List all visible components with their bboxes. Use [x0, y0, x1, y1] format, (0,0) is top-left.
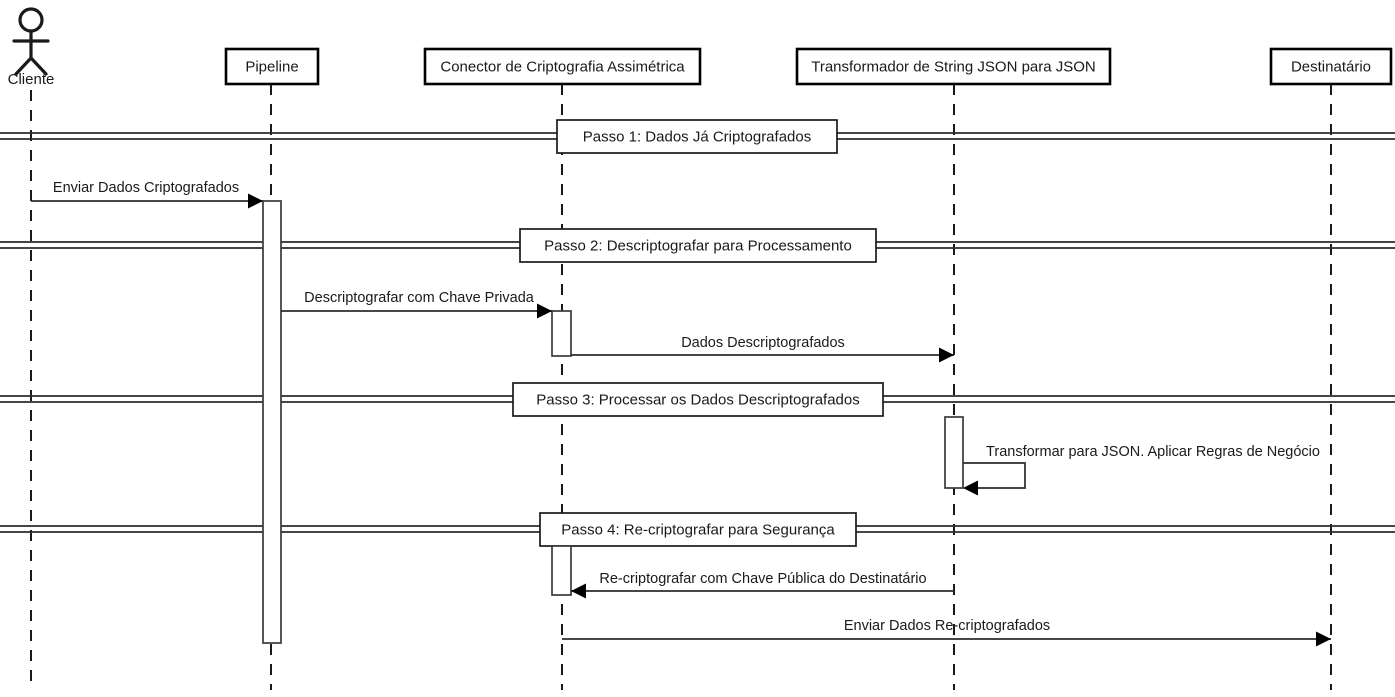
- activations-layer: [262, 200, 964, 644]
- message-arrowhead: [1316, 631, 1331, 647]
- actor-leg-left-icon: [14, 56, 33, 76]
- message-msg-6[interactable]: Enviar Dados Re-criptografados: [562, 618, 1331, 647]
- message-self-loop: [963, 462, 1026, 489]
- participant-label-conector: Conector de Criptografia Assimétrica: [440, 58, 685, 75]
- participant-cliente[interactable]: Cliente: [8, 7, 55, 88]
- divider-label-box-passo-1[interactable]: [556, 119, 838, 154]
- participant-label-transformador: Transformador de String JSON para JSON: [811, 58, 1096, 75]
- message-label-msg-4: Transformar para JSON. Aplicar Regras de…: [986, 444, 1320, 460]
- divider-label-passo-4: Passo 4: Re-criptografar para Segurança: [561, 521, 835, 538]
- participant-destinatario[interactable]: Destinatário: [1269, 47, 1393, 86]
- message-msg-5[interactable]: Re-criptografar com Chave Pública do Des…: [571, 571, 954, 599]
- activation-bar-conector[interactable]: [551, 310, 572, 357]
- message-label-msg-3: Dados Descriptografados: [681, 335, 845, 351]
- message-label-msg-5: Re-criptografar com Chave Pública do Des…: [599, 571, 926, 587]
- participant-pipeline[interactable]: Pipeline: [224, 47, 320, 86]
- participant-box-destinatario[interactable]: [1269, 47, 1393, 86]
- activation-bar-transformador[interactable]: [944, 416, 964, 489]
- participant-label-destinatario: Destinatário: [1291, 58, 1371, 75]
- divider-passo-1: Passo 1: Dados Já Criptografados: [0, 119, 1395, 154]
- messages-layer: Enviar Dados CriptografadosDescriptograf…: [31, 180, 1331, 647]
- participant-label-cliente: Cliente: [8, 71, 55, 88]
- message-label-msg-1: Enviar Dados Criptografados: [53, 180, 239, 196]
- message-arrowhead: [571, 583, 586, 599]
- message-arrowhead: [963, 480, 978, 496]
- participant-label-pipeline: Pipeline: [245, 58, 298, 75]
- actor-leg-right-icon: [29, 56, 48, 76]
- message-arrowhead: [939, 347, 954, 363]
- participant-box-transformador[interactable]: [795, 47, 1112, 86]
- divider-passo-3: Passo 3: Processar os Dados Descriptogra…: [0, 382, 1395, 417]
- participants-layer: Cliente Pipeline Conector de Criptografia …: [8, 7, 1393, 88]
- divider-label-passo-1: Passo 1: Dados Já Criptografados: [583, 128, 811, 145]
- divider-label-box-passo-4[interactable]: [539, 512, 857, 547]
- divider-passo-2: Passo 2: Descriptografar para Processame…: [0, 228, 1395, 263]
- message-arrowhead: [248, 193, 263, 209]
- divider-label-box-passo-2[interactable]: [519, 228, 877, 263]
- participant-box-conector[interactable]: [423, 47, 702, 86]
- divider-label-passo-3: Passo 3: Processar os Dados Descriptogra…: [536, 391, 860, 408]
- activation-bar-conector[interactable]: [551, 545, 572, 596]
- message-msg-3[interactable]: Dados Descriptografados: [571, 335, 954, 363]
- divider-passo-4: Passo 4: Re-criptografar para Segurança: [0, 512, 1395, 547]
- message-label-msg-2: Descriptografar com Chave Privada: [304, 290, 535, 306]
- participant-transformador[interactable]: Transformador de String JSON para JSON: [795, 47, 1112, 86]
- participant-box-pipeline[interactable]: [224, 47, 320, 86]
- message-arrowhead: [537, 303, 552, 319]
- participant-conector[interactable]: Conector de Criptografia Assimétrica: [423, 47, 702, 86]
- divider-label-passo-2: Passo 2: Descriptografar para Processame…: [544, 237, 852, 254]
- message-msg-2[interactable]: Descriptografar com Chave Privada: [281, 290, 552, 319]
- activation-bar-pipeline[interactable]: [262, 200, 282, 644]
- actor-head-icon: [18, 7, 44, 33]
- message-msg-4[interactable]: Transformar para JSON. Aplicar Regras de…: [963, 444, 1320, 496]
- message-msg-1[interactable]: Enviar Dados Criptografados: [31, 180, 263, 209]
- divider-label-box-passo-3[interactable]: [512, 382, 884, 417]
- message-label-msg-6: Enviar Dados Re-criptografados: [844, 618, 1050, 634]
